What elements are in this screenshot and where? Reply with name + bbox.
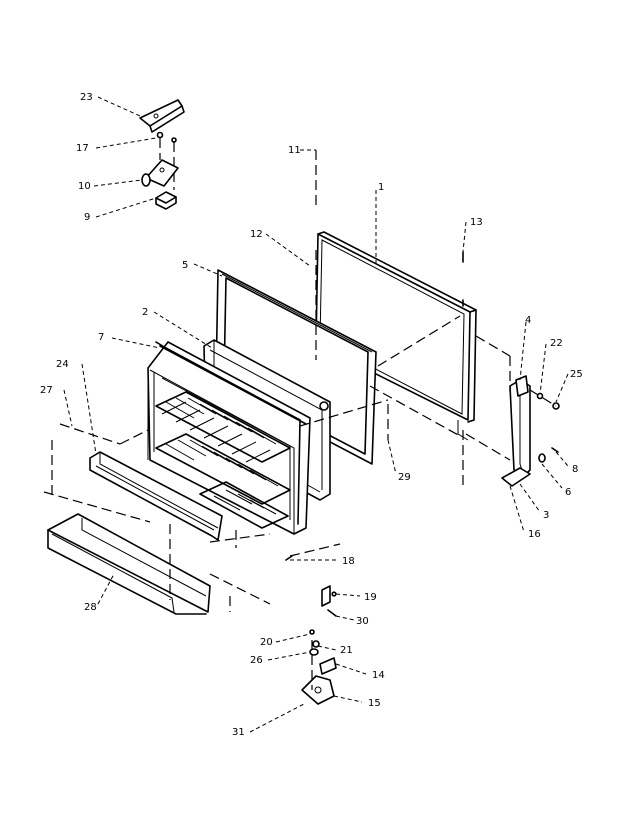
callout-4: 4 [525,315,531,326]
assembly-guide-lines [43,150,557,690]
callout-23: 23 [80,92,93,103]
callout-19: 19 [364,592,377,603]
callout-20: 20 [260,637,273,648]
top-hinge-bracket [141,159,179,187]
callout-22: 22 [550,338,563,349]
callout-13: 13 [470,217,483,228]
hinge-cap-8 [551,447,559,453]
callout-27: 27 [40,385,53,396]
callout-9: 9 [84,212,90,223]
callout-25: 25 [570,369,583,380]
hinge-washer-22 [536,392,544,400]
callout-28: 28 [84,602,97,613]
callout-5: 5 [182,260,188,271]
callout-6: 6 [565,487,571,498]
clip-18 [285,555,293,561]
callout-7: 7 [98,332,104,343]
callout-10: 10 [78,181,91,192]
callout-14: 14 [372,670,385,681]
callout-12: 12 [250,229,263,240]
bottom-hinge-bracket [501,379,531,487]
callout-21: 21 [340,645,353,656]
callout-26: 26 [250,655,263,666]
basket-wire-grid [161,397,279,515]
callout-30: 30 [356,616,369,627]
callout-leader-lines [63,96,569,733]
bushing-21 [312,640,320,648]
washer-20 [309,629,315,635]
callout-11: 11 [288,145,301,156]
cam-14 [319,657,337,675]
callout-2: 2 [142,307,148,318]
callout-16: 16 [528,529,541,540]
lower-hinge-15 [301,675,335,705]
callout-8: 8 [572,464,578,475]
callout-15: 15 [368,698,381,709]
hinge-pin-6 [538,453,546,463]
callout-18: 18 [342,556,355,567]
callout-17: 17 [76,143,89,154]
handle-trim-strip [89,451,223,541]
washer-26 [309,648,319,656]
callout-1: 1 [378,182,384,193]
freezer-basket [147,341,311,535]
hinge-pin-block [155,191,177,210]
screw-30 [327,609,337,617]
callout-24: 24 [56,359,69,370]
callout-labels: 1 2 3 4 5 6 7 8 9 10 11 12 13 14 15 16 1… [40,92,583,738]
callout-29: 29 [398,472,411,483]
hinge-bushing [515,375,529,397]
callout-3: 3 [543,510,549,521]
door-handle [47,513,211,615]
callout-31: 31 [232,727,245,738]
top-hinge-cover [139,99,185,133]
outer-door-panel [315,231,477,441]
stop-bracket-19 [321,585,337,607]
